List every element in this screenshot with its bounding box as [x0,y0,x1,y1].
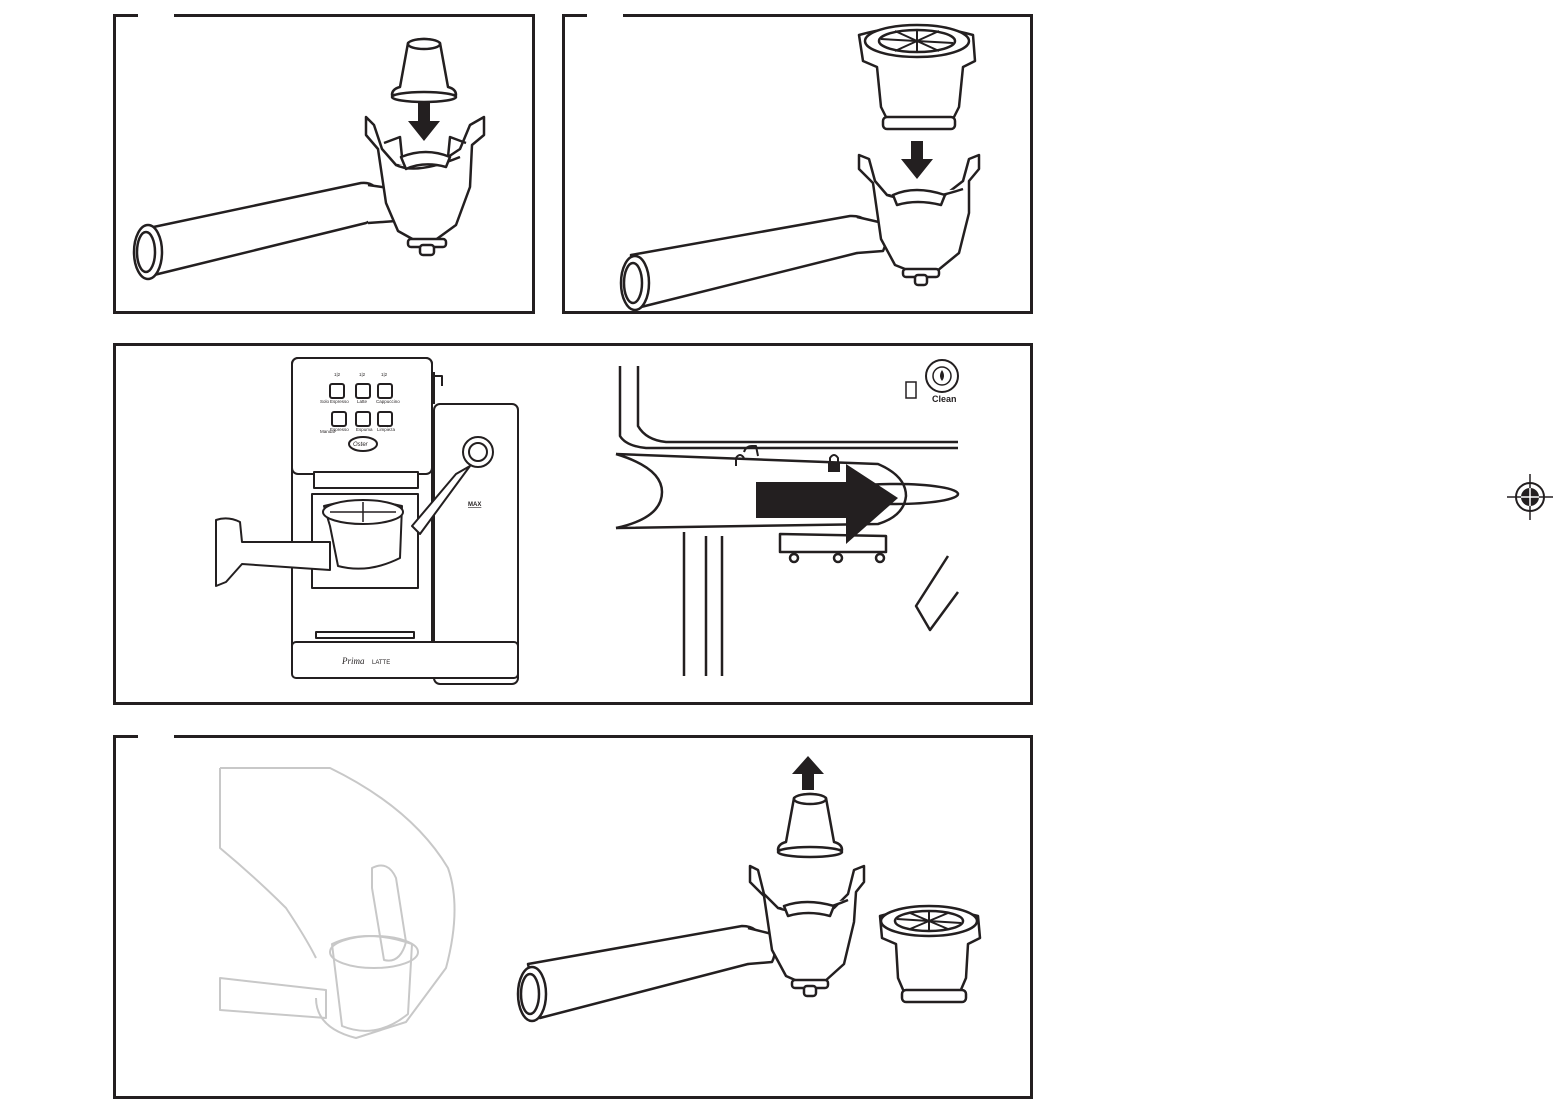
label-solo: Solo [320,399,330,404]
machine-and-lock-illustration: Solo Espresso Latte Cappuccino Manual Es… [215,357,960,685]
size-mark-3: 1|2 [381,372,388,377]
step-panel-lock-portafilter: Solo Espresso Latte Cappuccino Manual Es… [113,343,1033,705]
faded-hand-with-portafilter [219,767,456,1039]
panel-notch [138,735,174,738]
max-label: MAX [468,502,481,508]
basket-into-portafilter-illustration [619,23,981,311]
panel-notch [138,14,174,17]
size-mark-1: 1|2 [334,372,341,377]
panel-notch [587,14,623,17]
portafilter-holder [748,864,866,986]
label-cappuccino: Cappuccino [376,399,400,404]
size-mark-2: 1|2 [359,372,366,377]
label-manual: Manual [320,429,335,434]
portafilter-handle [142,181,382,277]
machine-labels: Solo Espresso Latte Cappuccino Manual Es… [320,372,481,666]
arrow-down-icon [408,101,440,141]
arrow-right-icon [756,464,898,544]
portafilter-handle [629,214,873,309]
capsule-into-portafilter-illustration [132,37,486,281]
registration-mark-icon [1507,474,1553,520]
model-caps: LATTE [372,660,390,666]
lock-icon [828,454,840,472]
brand-logo-text: Oster [353,442,369,448]
arrow-up-icon [792,756,824,790]
arrow-down-icon [901,141,933,179]
label-latte: Latte [357,399,368,404]
label-espresso-bottom: Espresso [330,427,349,432]
step-panel-remove-capsule [113,735,1033,1099]
clean-label: Clean [932,394,957,404]
step-panel-insert-capsule [113,14,535,314]
lock-detail [615,366,960,676]
portafilter-handle [526,924,764,1020]
label-espresso-top: Espresso [330,399,349,404]
label-espuma: Espuma [356,427,373,432]
label-limpieza: Limpieza [377,427,396,432]
remove-capsule-illustration [219,756,982,1039]
model-script: Prima [341,656,365,666]
clean-button-icon [905,359,959,399]
unlock-icon [735,454,745,466]
espresso-machine [215,357,519,685]
step-panel-insert-basket [562,14,1033,314]
